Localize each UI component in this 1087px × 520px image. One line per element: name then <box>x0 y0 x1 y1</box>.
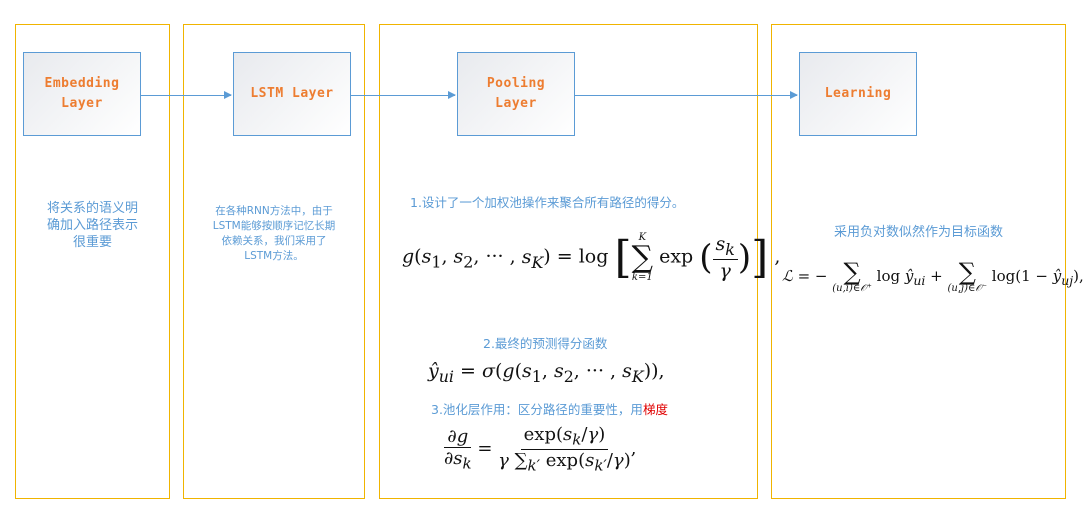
learning-note: 采用负对数似然作为目标函数 <box>833 225 1003 240</box>
pooling-label-1: Pooling <box>486 76 546 91</box>
note-text: 3.池化层作用：区分路径的重要性，用 <box>431 402 643 417</box>
learning-column <box>771 24 1066 499</box>
note-line: 将关系的语义明 <box>46 201 138 216</box>
pooling-column <box>379 24 758 499</box>
note-line: LSTM方法。 <box>244 250 304 262</box>
pooling-label-2: Layer <box>495 96 537 111</box>
learning-layer-box: Learning <box>799 52 917 136</box>
embedding-label-2: Layer <box>61 96 103 111</box>
embedding-column <box>15 24 170 499</box>
pooling-note-2: 2.最终的预测得分函数 <box>483 336 608 351</box>
note-line: 在各种RNN方法中，由于 <box>215 205 333 217</box>
pooling-note-1: 1.设计了一个加权池操作来聚合所有路径的得分。 <box>410 195 685 210</box>
gradient-formula: ∂g∂sk = exp(sk/γ)γ ∑k′ exp(sk′/γ), <box>444 424 637 475</box>
embedding-label-1: Embedding <box>44 76 120 91</box>
arrow-pooling-to-learning <box>575 91 798 99</box>
arrow-embedding-to-lstm <box>141 91 232 99</box>
lstm-note: 在各种RNN方法中，由于 LSTM能够按顺序记忆长期 依赖关系，我们采用了 LS… <box>188 204 360 264</box>
arrow-lstm-to-pooling <box>351 91 456 99</box>
highlight-text: 梯度 <box>642 402 668 417</box>
loss-formula: ℒ = − ∑(u,i)∈𝒪⁺ log ŷui + ∑(u,j)∈𝒪⁻ log(… <box>782 258 1084 294</box>
pooling-note-3: 3.池化层作用：区分路径的重要性，用梯度 <box>431 399 668 418</box>
embedding-note: 将关系的语义明 确加入路径表示 很重要 <box>20 200 165 251</box>
learning-label: Learning <box>824 86 892 101</box>
note-line: 依赖关系，我们采用了 <box>221 235 327 247</box>
pooling-layer-box: Pooling Layer <box>457 52 575 136</box>
note-line: 确加入路径表示 <box>46 218 138 233</box>
pooling-formula: g(s1, s2, ··· , sK) = log [K∑k=1 exp (sk… <box>402 231 781 283</box>
note-line: 很重要 <box>72 235 112 250</box>
lstm-label: LSTM Layer <box>250 86 334 101</box>
note-line: LSTM能够按顺序记忆长期 <box>212 220 336 232</box>
embedding-layer-box: Embedding Layer <box>23 52 141 136</box>
lstm-layer-box: LSTM Layer <box>233 52 351 136</box>
prediction-formula: ŷui = σ(g(s1, s2, ··· , sK)), <box>428 360 665 386</box>
lstm-column <box>183 24 365 499</box>
